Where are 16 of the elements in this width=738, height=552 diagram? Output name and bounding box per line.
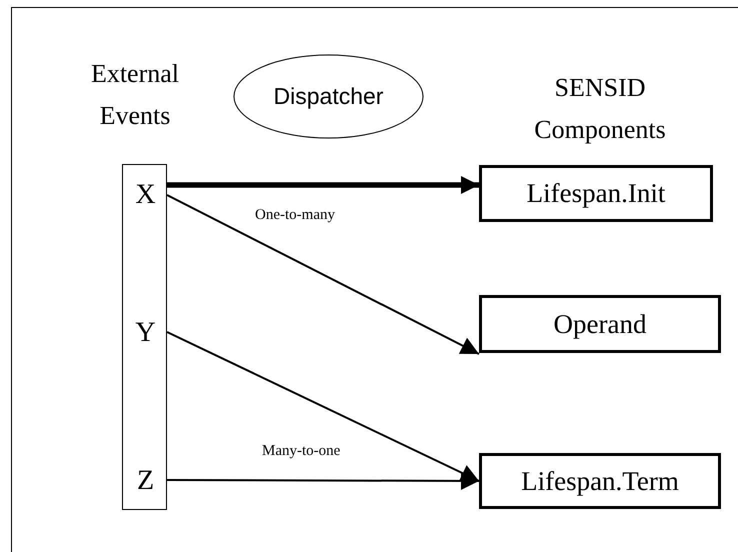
- arrow: [166, 194, 480, 355]
- column-heading: External Events: [90, 58, 180, 132]
- component-box: Lifespan.Init: [479, 165, 713, 222]
- event-label: Z: [136, 465, 154, 497]
- relation-label: One-to-many: [255, 206, 336, 225]
- component-box: Operand: [479, 295, 721, 353]
- event-label: Y: [135, 317, 156, 349]
- event-column: [122, 164, 167, 510]
- component-box: Lifespan.Term: [479, 453, 721, 509]
- dispatcher-ellipse: Dispatcher: [233, 54, 424, 139]
- arrow: [166, 331, 480, 482]
- column-heading: SENSID Components: [533, 72, 667, 146]
- arrow: [167, 472, 479, 490]
- arrow: [167, 176, 479, 194]
- event-label: X: [135, 179, 156, 211]
- relation-label: Many-to-one: [262, 442, 342, 461]
